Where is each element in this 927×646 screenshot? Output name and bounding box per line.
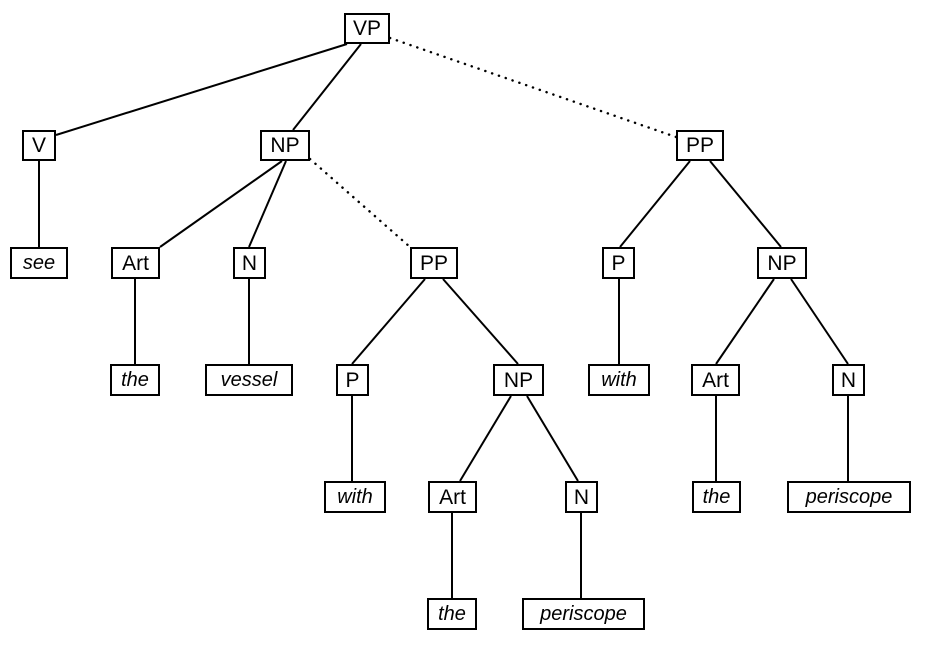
tree-edge-vp-to-pp_right [388, 36, 678, 139]
category-node-np_right[interactable]: NP [757, 247, 807, 279]
category-node-art_mid[interactable]: Art [428, 481, 477, 513]
node-label: P [611, 251, 626, 275]
tree-edge-np1-to-n1 [248, 160, 287, 248]
category-node-n_right[interactable]: N [832, 364, 865, 396]
tree-edge-np_mid-to-n_mid [526, 395, 579, 482]
tree-edge-pp_right-to-np_right [709, 160, 782, 248]
node-label: N [840, 368, 857, 392]
leaf-node-the1[interactable]: the [110, 364, 160, 396]
leaf-node-periscope_r[interactable]: periscope [787, 481, 911, 513]
category-node-p_right[interactable]: P [602, 247, 635, 279]
leaf-node-the_right[interactable]: the [692, 481, 741, 513]
tree-edge-np1-to-art1 [159, 160, 283, 248]
category-node-pp_right[interactable]: PP [676, 130, 724, 161]
leaf-node-see[interactable]: see [10, 247, 68, 279]
node-label: Art [439, 485, 466, 509]
category-node-v[interactable]: V [22, 130, 56, 161]
node-label: P [345, 368, 360, 392]
node-label: the [702, 486, 731, 508]
leaf-node-periscope_m[interactable]: periscope [522, 598, 645, 630]
tree-edge-pp_right-to-p_right [619, 160, 691, 248]
tree-edge-np1-to-pp_mid [308, 157, 412, 249]
node-label: Art [122, 251, 149, 275]
node-label: the [121, 369, 149, 391]
node-label: VP [352, 17, 381, 40]
category-node-np_mid[interactable]: NP [493, 364, 544, 396]
category-node-p_mid[interactable]: P [336, 364, 369, 396]
node-label: N [573, 485, 590, 509]
category-node-art1[interactable]: Art [111, 247, 160, 279]
category-node-np1[interactable]: NP [260, 130, 310, 161]
leaf-node-with_right[interactable]: with [588, 364, 650, 396]
node-label: see [22, 252, 56, 274]
tree-edge-vp-to-np1 [292, 43, 362, 131]
node-label: NP [503, 368, 534, 392]
tree-edge-np_right-to-art_right [715, 278, 775, 365]
category-node-n_mid[interactable]: N [565, 481, 598, 513]
leaf-node-vessel[interactable]: vessel [205, 364, 293, 396]
node-label: with [337, 486, 373, 508]
tree-edge-pp_mid-to-p_mid [351, 278, 426, 365]
node-label: Art [702, 368, 729, 392]
node-label: the [438, 603, 466, 625]
category-node-pp_mid[interactable]: PP [410, 247, 458, 279]
node-label: periscope [540, 603, 627, 625]
node-label: vessel [220, 369, 278, 391]
tree-edge-vp-to-v [55, 43, 348, 136]
category-node-art_right[interactable]: Art [691, 364, 740, 396]
tree-edge-np_mid-to-art_mid [459, 395, 512, 482]
node-label: V [31, 134, 46, 157]
node-label: NP [767, 251, 797, 275]
tree-edge-np_right-to-n_right [790, 278, 849, 365]
tree-edge-pp_mid-to-np_mid [442, 278, 519, 365]
leaf-node-with_mid[interactable]: with [324, 481, 386, 513]
node-label: PP [685, 134, 714, 157]
node-label: N [241, 251, 258, 275]
category-node-vp[interactable]: VP [344, 13, 390, 44]
node-label: periscope [805, 486, 893, 508]
leaf-node-the_mid[interactable]: the [427, 598, 477, 630]
category-node-n1[interactable]: N [233, 247, 266, 279]
node-label: PP [419, 251, 448, 275]
node-label: NP [270, 134, 300, 157]
node-label: with [601, 369, 637, 391]
